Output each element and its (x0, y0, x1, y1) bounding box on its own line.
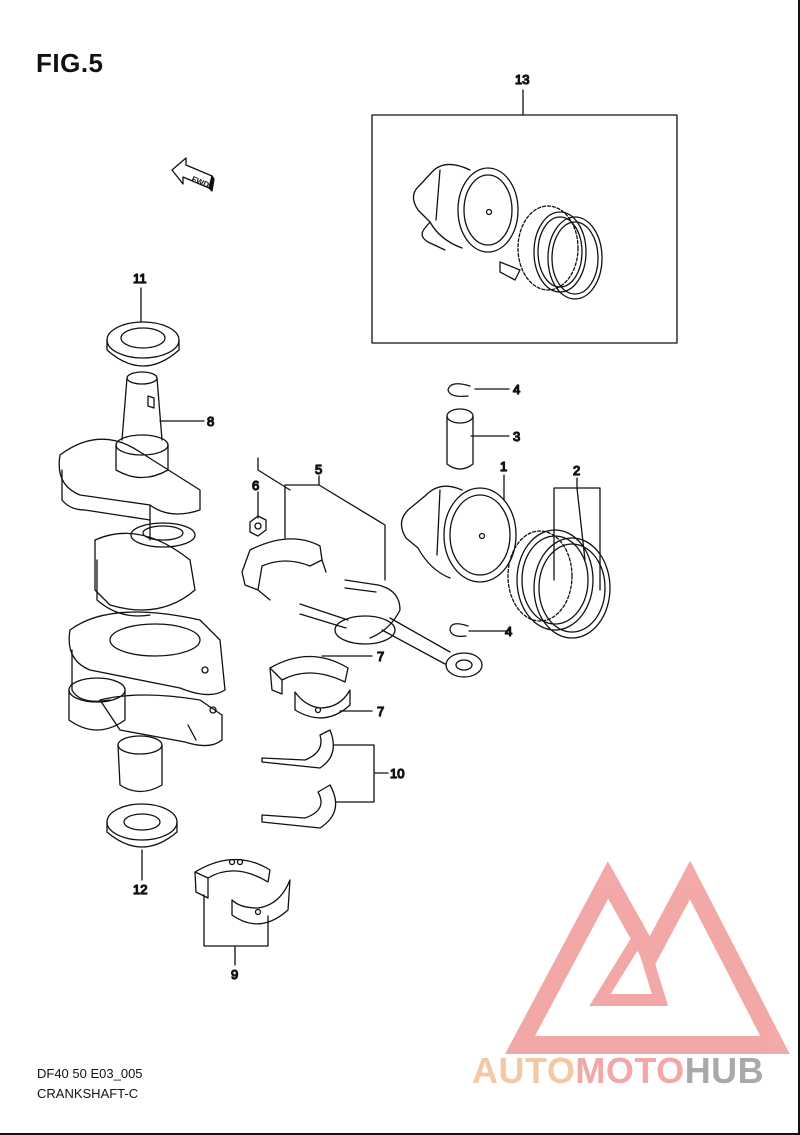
piston-kit-illustration (412, 163, 603, 300)
callout-13: 13 (515, 72, 529, 87)
figure-title: FIG.5 (36, 48, 104, 78)
callout-7-lower: 7 (377, 704, 384, 719)
piston (400, 485, 517, 583)
watermark-hub: HUB (684, 1050, 765, 1091)
callout-6: 6 (252, 478, 259, 493)
circlip-upper (447, 383, 471, 398)
piston-rings (507, 529, 611, 639)
callout-11: 11 (133, 271, 147, 286)
oil-seal-lower (106, 803, 178, 848)
thrust-washer-lower (261, 784, 337, 829)
piston-pin (446, 408, 474, 470)
callout-7-upper: 7 (377, 649, 384, 664)
thrust-washer-upper (261, 729, 334, 769)
watermark-logo (505, 860, 790, 1054)
callout-1: 1 (500, 459, 507, 474)
main-bearing-lower (231, 879, 291, 925)
callout-10: 10 (390, 766, 404, 781)
callout-4-upper: 4 (513, 382, 520, 397)
callout-3: 3 (513, 429, 520, 444)
main-bearing-upper (194, 858, 271, 899)
watermark-moto: MOTO (575, 1050, 685, 1091)
circlip-lower (449, 623, 469, 638)
fwd-arrow-icon: FWD (171, 157, 215, 192)
callout-9: 9 (231, 967, 238, 982)
crankpin-bearing-upper (269, 655, 349, 695)
connecting-rod-cap (241, 538, 327, 601)
callout-8: 8 (207, 414, 214, 429)
diagram-code: DF40 50 E03_005 (37, 1066, 143, 1081)
crankshaft (58, 371, 226, 793)
connecting-rod-nut (249, 515, 267, 537)
callout-2: 2 (573, 463, 580, 478)
callout-12: 12 (133, 882, 147, 897)
callout-4-lower: 4 (505, 624, 512, 639)
callout-5: 5 (315, 462, 322, 477)
watermark-text: AUTOMOTOHUB (472, 1050, 764, 1092)
crankpin-bearing-lower (294, 689, 351, 719)
diagram-name: CRANKSHAFT-C (37, 1086, 139, 1101)
oil-seal-upper (106, 321, 180, 367)
connecting-rod (299, 579, 483, 678)
leader-lines (140, 89, 601, 966)
piston-kit-box (371, 114, 678, 344)
watermark-auto: AUTO (472, 1050, 576, 1091)
